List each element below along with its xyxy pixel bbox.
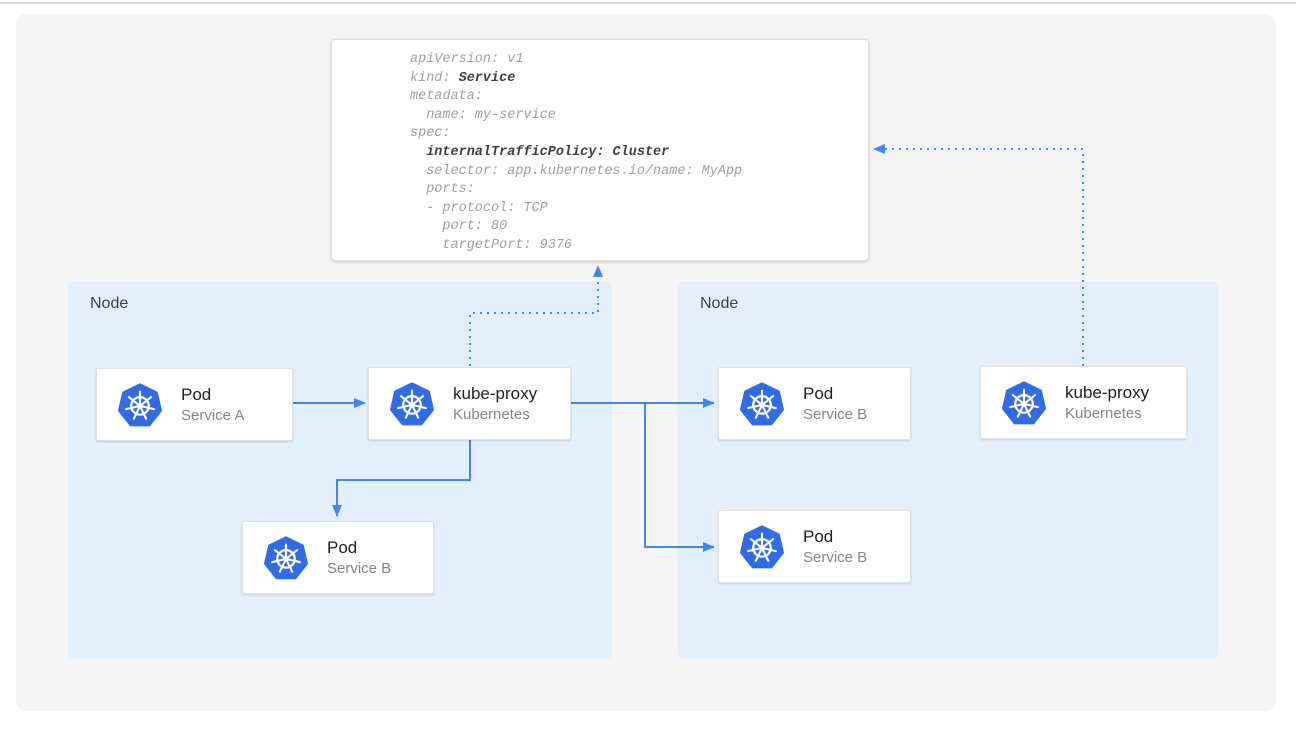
kubernetes-icon xyxy=(1002,380,1046,424)
card-kube-proxy-right: kube-proxy Kubernetes xyxy=(980,366,1187,439)
yaml-line: ports: xyxy=(410,182,475,198)
card-subtitle: Kubernetes xyxy=(453,406,530,423)
card-title: kube-proxy xyxy=(1065,383,1150,402)
kubernetes-icon xyxy=(118,382,162,426)
yaml-line: spec: xyxy=(410,126,451,142)
node-label-left: Node xyxy=(90,295,129,312)
service-yaml-card: apiVersion: v1 kind: Service metadata: n… xyxy=(331,39,869,261)
yaml-line: metadata: xyxy=(410,89,483,105)
card-subtitle: Service B xyxy=(327,560,392,577)
yaml-line: - protocol: TCP xyxy=(410,200,548,216)
card-pod-service-b-left: Pod Service B xyxy=(242,521,434,594)
card-title: Pod xyxy=(803,384,834,403)
yaml-line: apiVersion: v1 xyxy=(410,52,524,67)
card-pod-service-a: Pod Service A xyxy=(96,368,293,441)
yaml-line: targetPort: 9376 xyxy=(410,237,573,253)
card-title: Pod xyxy=(327,538,358,557)
card-subtitle: Kubernetes xyxy=(1065,405,1142,422)
kubernetes-icon xyxy=(740,381,784,425)
node-box-left: Node xyxy=(68,281,612,659)
card-subtitle: Service A xyxy=(181,407,245,424)
card-pod-service-b-right-bottom: Pod Service B xyxy=(718,510,911,583)
card-title: Pod xyxy=(803,527,834,546)
yaml-line: selector: app.kubernetes.io/name: MyApp xyxy=(410,163,743,179)
yaml-line: port: 80 xyxy=(410,219,508,235)
kubernetes-icon xyxy=(740,524,784,568)
node-label-right: Node xyxy=(700,295,739,312)
kubernetes-icon xyxy=(390,381,434,425)
node-box-right: Node xyxy=(678,281,1218,659)
card-title: Pod xyxy=(181,385,212,404)
card-subtitle: Service B xyxy=(803,549,868,566)
card-kube-proxy-left: kube-proxy Kubernetes xyxy=(368,367,571,440)
top-divider xyxy=(0,2,1296,4)
card-title: kube-proxy xyxy=(453,384,538,403)
yaml-line: internalTrafficPolicy: Cluster xyxy=(426,144,670,160)
card-pod-service-b-right-top: Pod Service B xyxy=(718,367,911,440)
kubernetes-icon xyxy=(264,535,308,579)
yaml-line: kind: Service xyxy=(410,70,516,86)
yaml-line: name: my-service xyxy=(410,107,556,123)
card-subtitle: Service B xyxy=(803,406,868,423)
